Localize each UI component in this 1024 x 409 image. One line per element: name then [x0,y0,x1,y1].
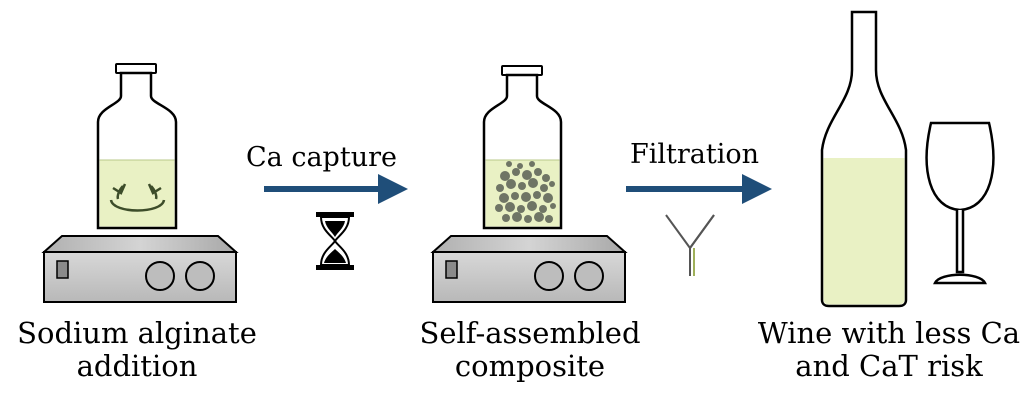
wine-glass [925,121,995,285]
flask-1 [96,63,178,230]
particle [533,191,541,199]
flask-stopper [501,65,543,76]
particle [512,168,520,176]
rotation-icon [109,183,166,212]
particle [534,168,542,176]
knob [145,261,175,291]
particle [495,204,503,212]
knob [574,261,604,291]
hourglass-icon [316,212,354,270]
funnel-icon [665,214,715,276]
caption-line: Sodium alginate [17,316,257,350]
wine-bottle [820,10,908,308]
particle [529,161,535,167]
particle [499,193,509,203]
particle [542,174,550,182]
particle [539,205,547,213]
particle [549,181,555,187]
particle [500,171,510,181]
particle [540,184,548,192]
indicator-light [56,260,69,279]
caption-line: composite [454,349,606,383]
particle [550,203,556,209]
step-caption-wine-result: Wine with less Ca and CaT risk [754,317,1024,383]
particle [502,214,510,222]
particle [522,170,532,180]
particle [517,163,523,169]
particle [512,212,522,222]
arrow-label-filtration: Filtration [630,139,759,170]
particle [496,184,504,192]
particle [505,202,515,212]
knob [185,261,215,291]
particle [511,192,519,200]
particle [543,193,553,203]
caption-line: addition [76,349,198,383]
stir-plate-1 [41,235,239,303]
particle [534,212,544,222]
flask-stopper [115,63,157,74]
particle [506,179,516,189]
flask-2 [482,65,563,230]
arrow-label-ca-capture: Ca capture [246,142,397,173]
particle [527,201,537,211]
alginate-particles [495,161,556,223]
caption-line: Wine with less Ca [757,316,1021,350]
particle [545,215,553,223]
knob [534,261,564,291]
particle [524,215,532,223]
step-caption-self-assembled: Self-assembled composite [398,317,662,383]
particle [517,205,525,213]
particle [528,178,538,188]
indicator-light [445,260,458,279]
caption-line: Self-assembled [419,316,641,350]
caption-line: and CaT risk [795,349,983,383]
stir-plate-2 [430,235,628,303]
step-caption-sodium-alginate: Sodium alginate addition [0,317,274,383]
particle [521,192,531,202]
particle [518,182,526,190]
particle [506,161,512,167]
